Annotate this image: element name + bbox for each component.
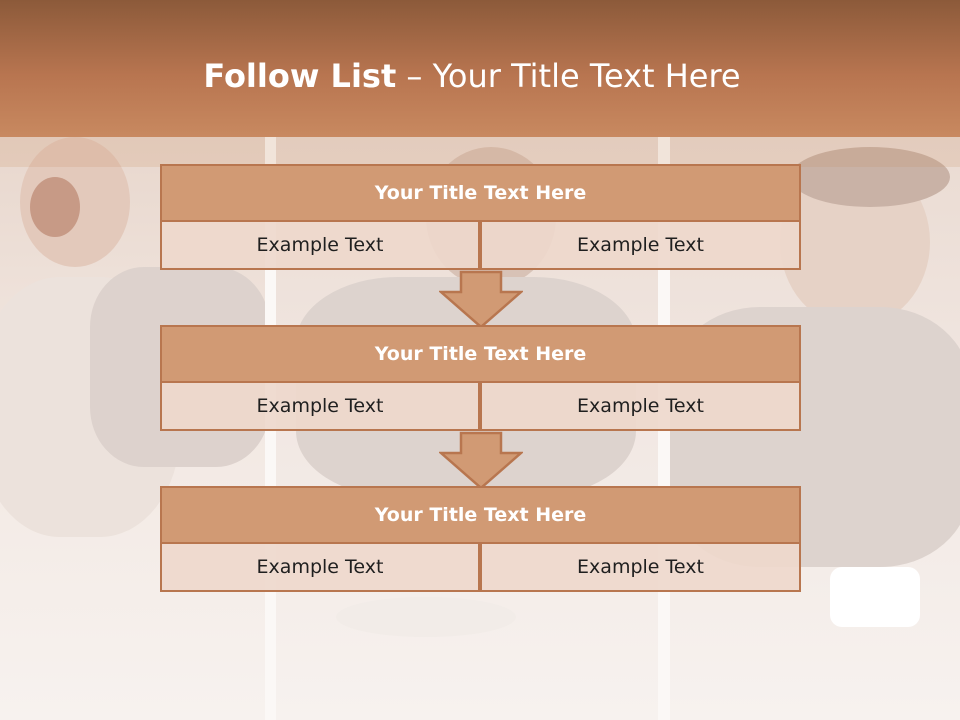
row-title: Your Title Text Here — [160, 325, 801, 383]
row-cell-left: Example Text — [160, 220, 480, 270]
row-cell-right: Example Text — [480, 220, 801, 270]
row-title: Your Title Text Here — [160, 486, 801, 544]
row-cell-left: Example Text — [160, 381, 480, 431]
down-arrow-icon — [439, 270, 523, 329]
header-fade — [0, 137, 960, 167]
slide-title-bold: Follow List — [203, 57, 397, 95]
slide-title-rest: – Your Title Text Here — [396, 57, 741, 95]
row-title: Your Title Text Here — [160, 164, 801, 222]
down-arrow-icon — [439, 431, 523, 490]
row-cell-right: Example Text — [480, 381, 801, 431]
header-band — [0, 0, 960, 137]
row-cell-left: Example Text — [160, 542, 480, 592]
row-cell-right: Example Text — [480, 542, 801, 592]
slide-title: Follow List – Your Title Text Here — [0, 54, 944, 98]
